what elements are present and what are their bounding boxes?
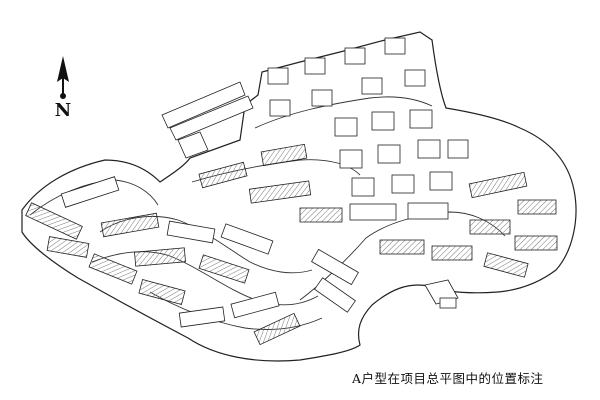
- inner-road-east: [299, 211, 506, 301]
- villa-cluster-north: [267, 37, 426, 117]
- inner-road-northeast: [254, 96, 433, 129]
- plan-caption: A户型在项目总平图中的位置标注: [352, 371, 544, 386]
- site-boundary: [21, 31, 577, 362]
- north-arrow-icon: [57, 56, 69, 99]
- commercial-block: [161, 81, 254, 159]
- clubhouse: [424, 279, 459, 309]
- north-label: N: [54, 100, 72, 121]
- inner-road-west-3: [91, 251, 319, 306]
- villa-grid-center: [334, 109, 469, 197]
- rowhouse-strips: [25, 143, 558, 346]
